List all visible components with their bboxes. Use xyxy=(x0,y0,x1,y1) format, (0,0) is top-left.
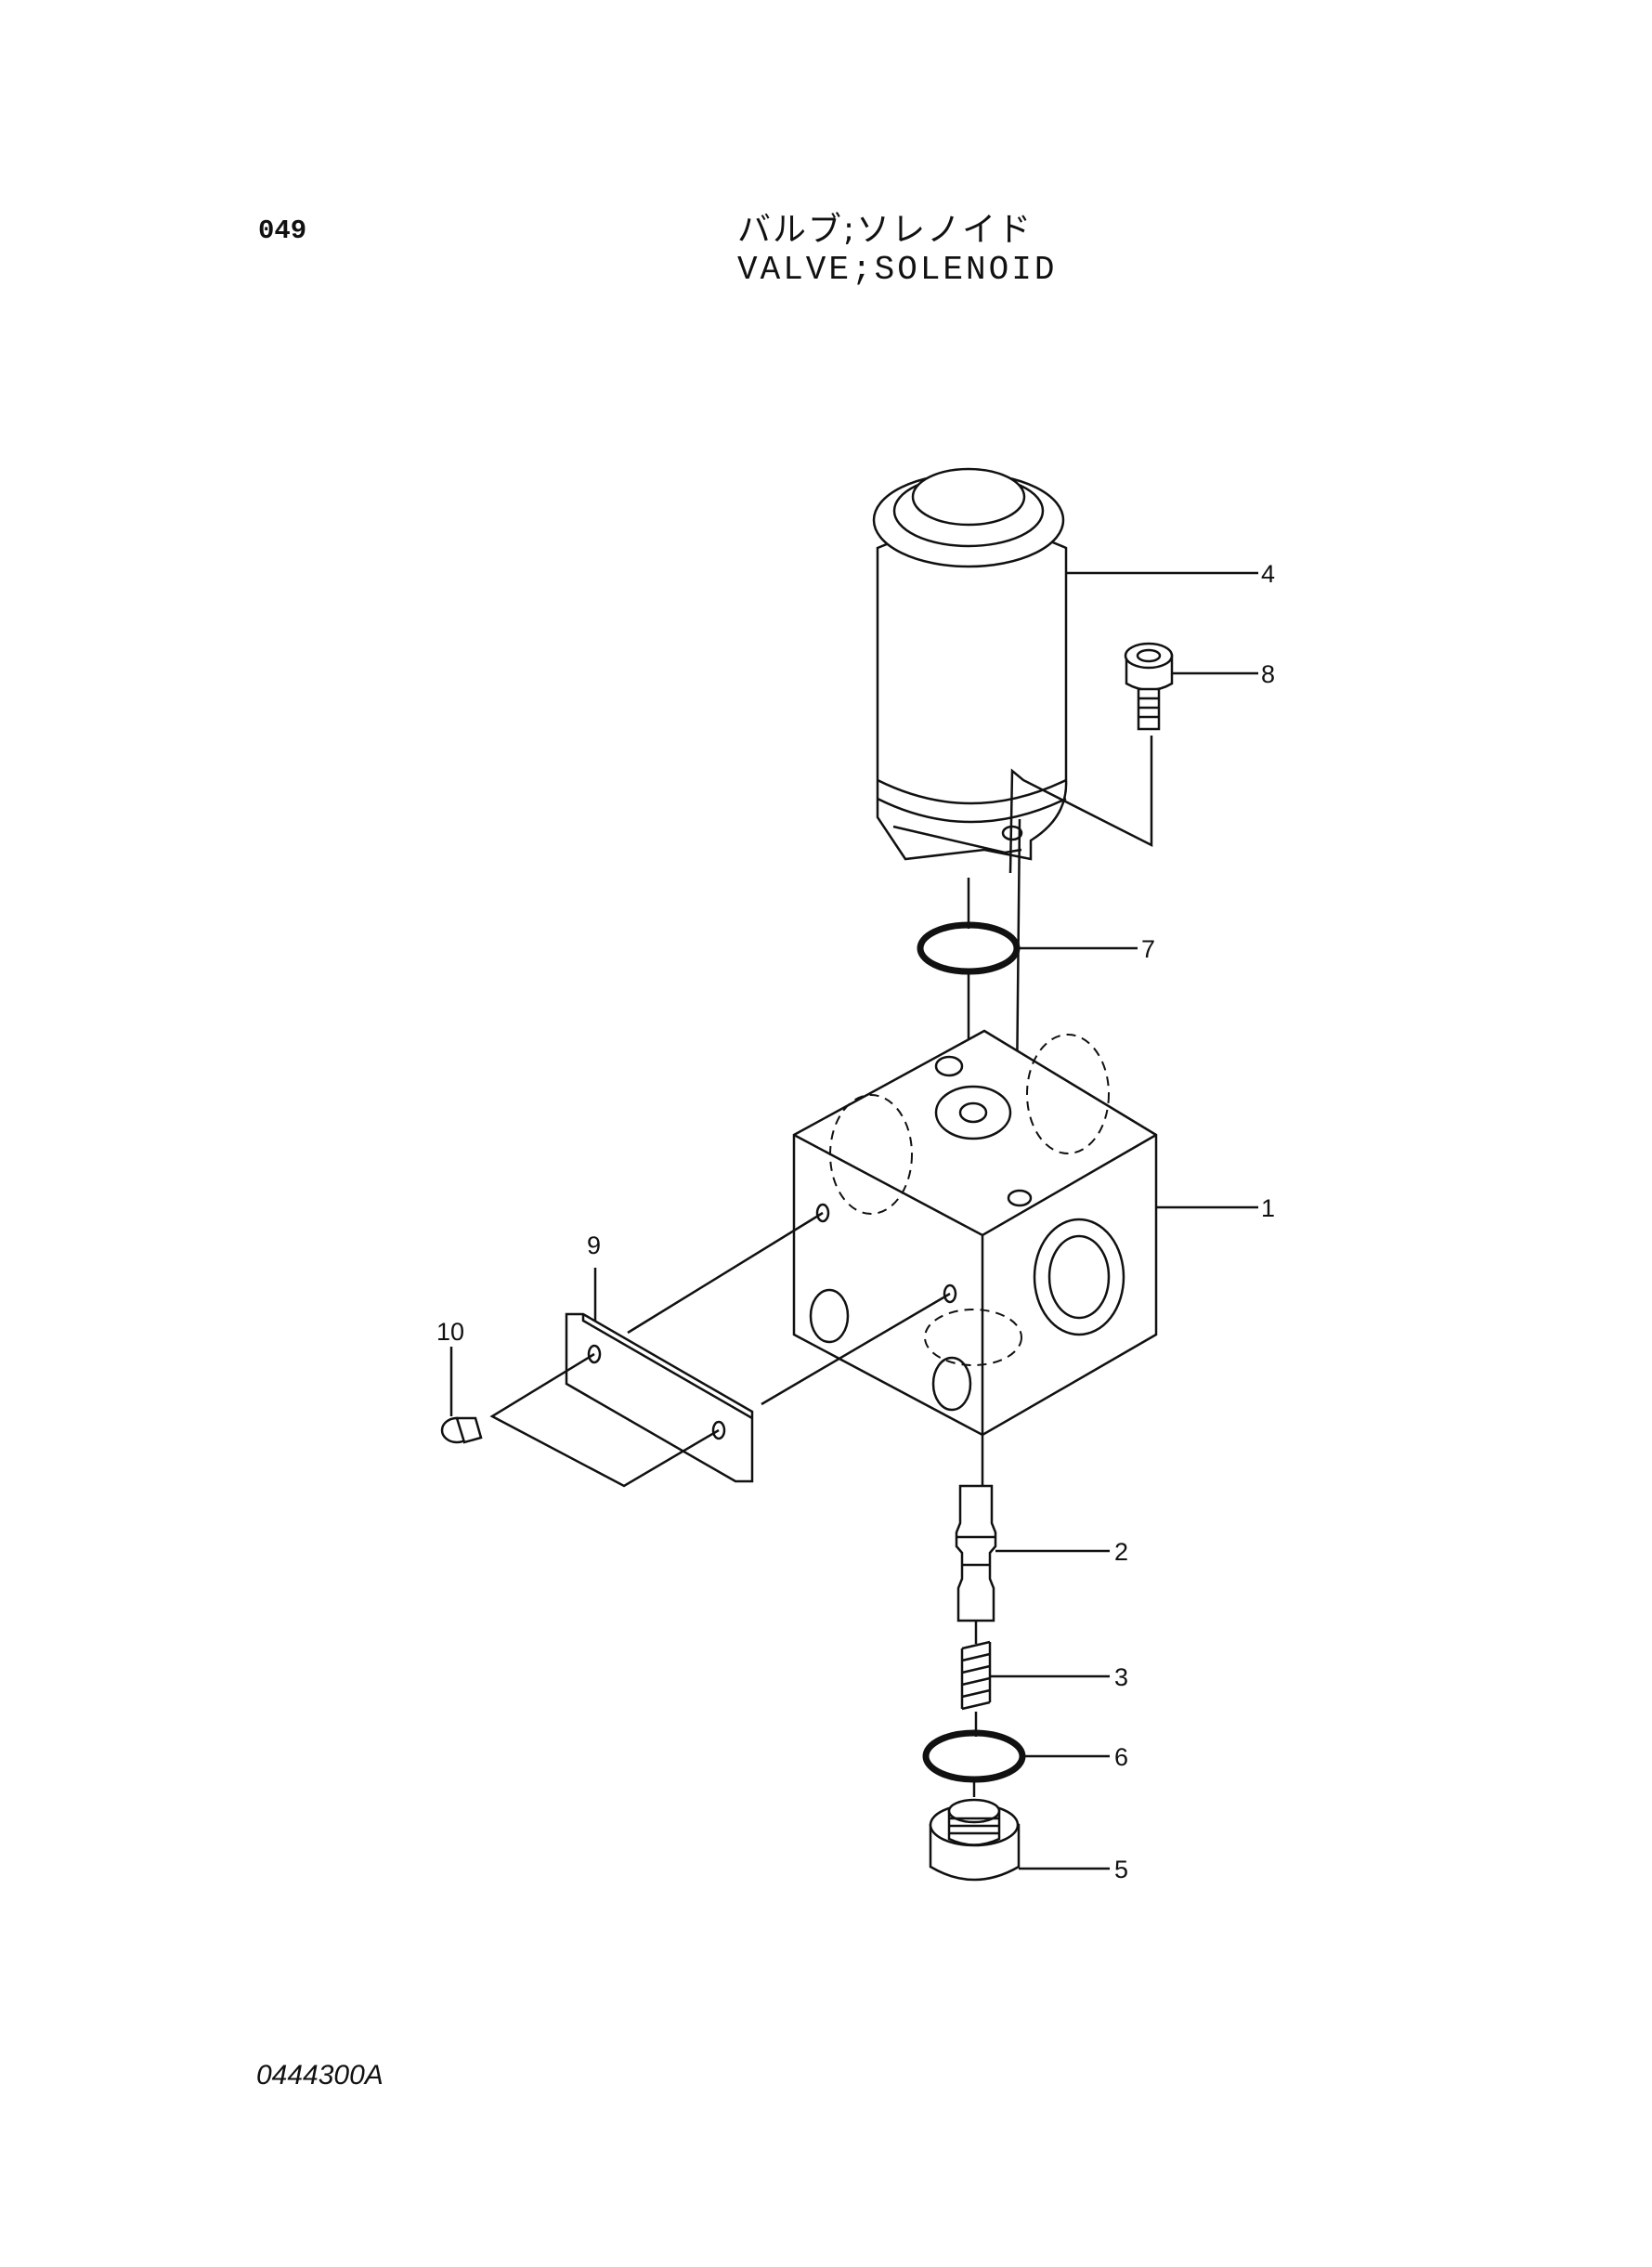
drawing-code: 0444300A xyxy=(256,2060,384,2091)
callout-7: 7 xyxy=(1141,935,1155,963)
callout-5: 5 xyxy=(1114,1856,1128,1883)
callout-9: 9 xyxy=(587,1231,601,1259)
part-6-o-ring xyxy=(922,1729,1026,1783)
callout-1: 1 xyxy=(1261,1194,1275,1222)
callout-4: 4 xyxy=(1261,560,1275,588)
part-1-valve-body xyxy=(792,1029,1158,1437)
part-7-o-ring xyxy=(917,921,1021,975)
callout-3: 3 xyxy=(1114,1663,1128,1691)
callout-6: 6 xyxy=(1114,1743,1128,1771)
leader-lines xyxy=(449,571,1258,1870)
part-9-plate xyxy=(565,1312,754,1483)
page-title: VALVE;SOLENOID xyxy=(737,251,1058,289)
part-8-screw xyxy=(1124,642,1174,731)
part-10-pin xyxy=(440,1416,483,1444)
page-number: 049 xyxy=(258,215,307,246)
part-3-spring xyxy=(960,1640,992,1737)
part-2-spool xyxy=(955,1435,997,1644)
page-title-japanese: バルブ;ソレノイド xyxy=(737,211,1034,249)
part-4-solenoid-coil xyxy=(872,467,1068,861)
callout-2: 2 xyxy=(1114,1538,1128,1566)
part-5-plug xyxy=(929,1781,1021,1882)
callout-10: 10 xyxy=(436,1318,464,1346)
callout-8: 8 xyxy=(1261,660,1275,688)
